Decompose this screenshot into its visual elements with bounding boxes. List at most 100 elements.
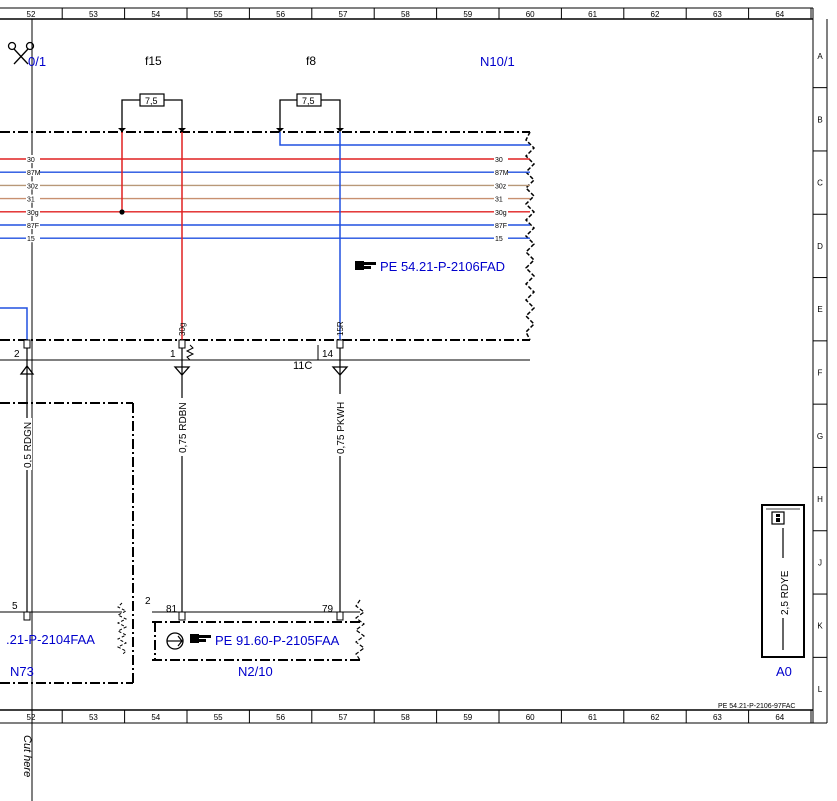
fuse-f15: 7,5 (121, 93, 183, 128)
pin-label-15r: 15R (336, 321, 345, 336)
fuse-label-f8: f8 (306, 54, 316, 68)
bus-wire-label: 87M (495, 170, 509, 177)
wire-label-pkwh: 0,75 PKWH (336, 402, 347, 454)
connector-11c: 11C (293, 360, 312, 372)
pin-5: 5 (12, 601, 18, 612)
row-label: H (817, 495, 823, 504)
info-icon (771, 511, 785, 525)
row-label: D (817, 242, 823, 251)
sheet-reference: PE 54.21-P-2106-97FAC (718, 703, 795, 710)
module-label-n2-10: N2/10 (238, 664, 273, 679)
bus-wire-label: 31 (27, 197, 35, 204)
column-label: 63 (713, 713, 722, 722)
bus-wire-label: 87F (27, 223, 39, 230)
fuse-rating-f15: 7,5 (145, 96, 158, 106)
pin-79: 79 (322, 604, 334, 615)
fuse-rating-f8: 7,5 (302, 96, 315, 106)
column-label: 52 (27, 713, 36, 722)
scissors-icon (7, 41, 35, 65)
box-pin-2: 2 (145, 596, 151, 607)
module-n2-10: 2 81 79 PE 91.60-P-2105FAA N2/10 (145, 596, 365, 679)
column-label: 56 (276, 10, 285, 19)
column-label: 54 (151, 10, 160, 19)
hand-pointer-icon (355, 261, 376, 270)
motor-icon (166, 632, 184, 650)
row-label: E (817, 305, 822, 314)
bus-wire-label: 15 (27, 236, 35, 243)
pin-14: 14 (322, 349, 334, 360)
wire-label-rdgn: 0,5 RDGN (23, 422, 34, 468)
drawing-frame (0, 7, 828, 724)
module-label-top-left: 0/1 (28, 54, 46, 69)
row-label: B (817, 115, 822, 124)
bus-wire-label: 15 (495, 236, 503, 243)
column-label: 62 (651, 713, 660, 722)
column-label: 59 (463, 10, 472, 19)
fuse-terminals (118, 128, 344, 132)
column-label: 58 (401, 10, 410, 19)
column-label: 57 (339, 10, 348, 19)
column-label: 53 (89, 713, 98, 722)
bus-wire-label: 30 (27, 157, 35, 164)
module-n73: 5 .21-P-2104FAA N73 (0, 402, 134, 684)
module-label-n10-1: N10/1 (480, 54, 515, 69)
column-label: 61 (588, 713, 597, 722)
column-label: 61 (588, 10, 597, 19)
junction-dot (119, 209, 125, 215)
cut-here-label: Cut here (21, 735, 33, 777)
bus-wire-label: 30 (495, 157, 503, 164)
connector-row: 2 1 14 11C (0, 344, 530, 372)
column-label: 55 (214, 713, 223, 722)
wire-f8-left (279, 132, 530, 146)
bus-wire-label: 30z (27, 183, 39, 190)
column-label: 55 (214, 10, 223, 19)
pin-1: 1 (170, 349, 176, 360)
bus-reference: PE 54.21-P-2106FAD (355, 259, 505, 274)
bus-wire-label: 30g (27, 210, 39, 217)
ground-a0: 2,5 RDYE A0 (761, 504, 805, 679)
bus-wire-label: 31 (495, 197, 503, 204)
hand-pointer-icon (190, 634, 211, 643)
pin-81: 81 (166, 604, 178, 615)
column-labels-bottom: 52 53 54 55 56 57 58 59 60 61 62 63 64 (27, 713, 785, 722)
row-label: G (817, 432, 823, 441)
column-label: 59 (463, 713, 472, 722)
module-label-n73: N73 (10, 664, 34, 679)
pin-2: 2 (14, 349, 20, 360)
wire-label-rdbn: 0,75 RDBN (178, 402, 189, 453)
row-label: A (817, 52, 823, 61)
column-label: 58 (401, 713, 410, 722)
row-label: L (818, 685, 823, 694)
column-label: 54 (151, 713, 160, 722)
bus-wire-label: 30g (495, 210, 507, 217)
bus-box (0, 131, 536, 341)
row-label: J (818, 558, 822, 567)
column-label: 53 (89, 10, 98, 19)
row-label: C (817, 179, 823, 188)
row-label: K (817, 622, 823, 631)
fuse-label-f15: f15 (145, 54, 162, 68)
row-labels: A B C D E F G H J K L (817, 52, 823, 694)
column-label: 60 (526, 713, 535, 722)
n73-reference: .21-P-2104FAA (6, 632, 95, 647)
column-label: 62 (651, 10, 660, 19)
column-label: 56 (276, 713, 285, 722)
column-labels-top: 52 53 54 55 56 57 58 59 60 61 62 63 64 (27, 10, 785, 19)
column-label: 52 (27, 10, 36, 19)
column-label: 64 (775, 10, 784, 19)
row-label: F (818, 369, 823, 378)
wire-label-rdye: 2,5 RDYE (780, 570, 791, 615)
module-label-a0: A0 (776, 664, 792, 679)
pin-label-30g: 30g (178, 323, 187, 336)
bus-wire-label: 30z (495, 183, 507, 190)
bus-wire-label: 87F (495, 223, 507, 230)
bus-reference-text: PE 54.21-P-2106FAD (380, 259, 505, 274)
column-label: 60 (526, 10, 535, 19)
column-label: 63 (713, 10, 722, 19)
column-label: 57 (339, 713, 348, 722)
fuse-f8: 7,5 (279, 93, 341, 128)
column-label: 64 (775, 713, 784, 722)
wire-left-blue (0, 307, 28, 340)
